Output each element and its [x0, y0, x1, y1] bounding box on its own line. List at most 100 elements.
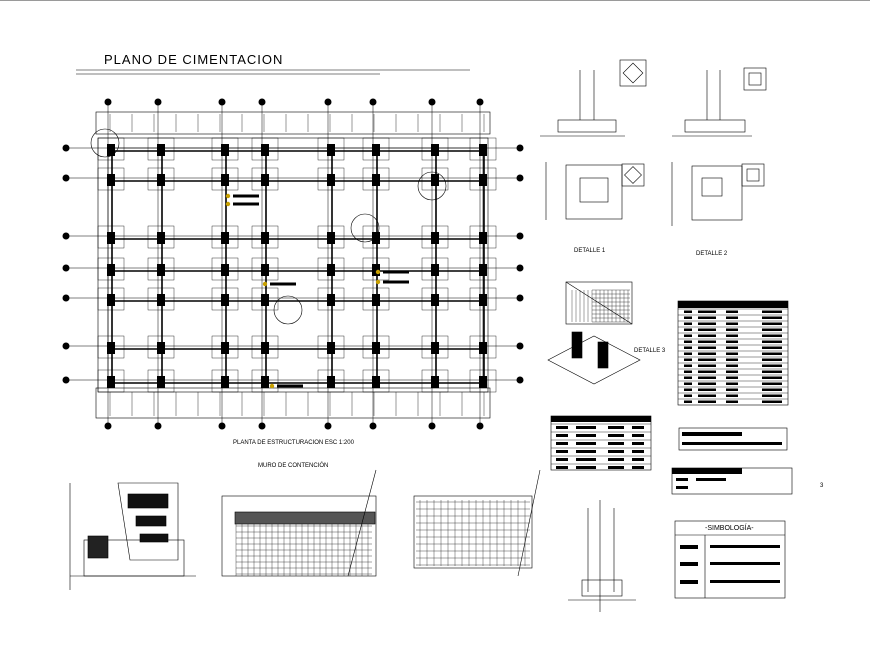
table-cell-text: [762, 394, 782, 397]
column: [431, 232, 439, 244]
footing: [147, 287, 175, 311]
grid-bubble-right: [516, 294, 524, 302]
column: [261, 376, 269, 388]
footing: [421, 287, 449, 311]
column: [479, 294, 487, 306]
footing: [362, 137, 390, 161]
table-cell-text: [726, 394, 738, 397]
footing: [97, 225, 125, 249]
footing: [317, 137, 345, 161]
footing: [97, 257, 125, 281]
accent-marker: [225, 193, 231, 199]
table-cell-text: [698, 364, 716, 367]
accent-marker: [375, 269, 381, 275]
column: [479, 376, 487, 388]
column: [107, 342, 115, 354]
table-cell-text: [684, 346, 692, 349]
column: [372, 264, 380, 276]
footing: [362, 287, 390, 311]
grid-bubble-right: [516, 376, 524, 384]
table-cell-text: [576, 466, 596, 469]
footing: [362, 335, 390, 359]
grid-bubble-left: [62, 294, 70, 302]
detail-3-label: DETALLE 3: [634, 348, 666, 354]
grid-bubble-bottom: [428, 422, 436, 430]
column: [157, 174, 165, 186]
footing: [469, 167, 497, 191]
circular-footing: [417, 171, 447, 201]
column: [431, 144, 439, 156]
table-cell-text: [698, 394, 716, 397]
table-cell-text: [684, 388, 692, 391]
column: [157, 232, 165, 244]
grid-bubble-left: [62, 264, 70, 272]
footing: [251, 335, 279, 359]
grid-bubble-right: [516, 232, 524, 240]
table-cell-text: [726, 310, 738, 313]
table-cell-text: [684, 310, 692, 313]
footing: [97, 167, 125, 191]
table-cell-text: [762, 340, 782, 343]
footing: [469, 137, 497, 161]
table-cell-text: [684, 364, 692, 367]
grid-bubble-left: [62, 232, 70, 240]
table-cell-text: [762, 346, 782, 349]
footing: [317, 257, 345, 281]
footing: [147, 257, 175, 281]
table-cell-text: [698, 334, 716, 337]
footing: [251, 137, 279, 161]
table-cell-text: [684, 394, 692, 397]
table-cell-text: [684, 340, 692, 343]
footing: [469, 225, 497, 249]
table-cell-text: [726, 346, 738, 349]
table-cell-text: [698, 310, 716, 313]
column: [261, 144, 269, 156]
footing: [147, 369, 175, 393]
column: [261, 294, 269, 306]
column: [372, 232, 380, 244]
table-cell-text: [762, 388, 782, 391]
plan-grid: [62, 98, 524, 430]
footing: [469, 335, 497, 359]
table-cell-text: [684, 322, 692, 325]
table-cell-text: [726, 316, 738, 319]
accent-marker: [269, 383, 275, 389]
circular-footing: [350, 213, 380, 243]
grid-bubble-top: [428, 98, 436, 106]
table-cell-text: [726, 376, 738, 379]
table-cell-text: [726, 352, 738, 355]
column: [107, 264, 115, 276]
footing: [362, 167, 390, 191]
column: [107, 294, 115, 306]
table-cell-text: [726, 364, 738, 367]
footing: [211, 369, 239, 393]
footing: [211, 225, 239, 249]
table-cell-text: [684, 334, 692, 337]
footing: [97, 335, 125, 359]
legend-symbol: [680, 580, 698, 584]
table-cell-text: [632, 450, 644, 453]
grid-bubble-top: [476, 98, 484, 106]
footing: [469, 287, 497, 311]
column: [221, 376, 229, 388]
column: [372, 174, 380, 186]
footing: [317, 225, 345, 249]
table-cell-text: [698, 358, 716, 361]
legend-symbol: [680, 562, 698, 566]
legend-text: [710, 545, 780, 548]
wall-section-detail: [568, 500, 636, 612]
circular-footing: [90, 128, 120, 158]
foundation-plan: [76, 69, 491, 419]
table-cell-text: [684, 316, 692, 319]
table-cell-text: [556, 458, 568, 461]
footing: [147, 225, 175, 249]
table-cell-text: [632, 466, 644, 469]
table-header: [678, 301, 788, 308]
table-cell-text: [726, 370, 738, 373]
footing: [251, 369, 279, 393]
footing: [421, 137, 449, 161]
table-cell-text: [632, 442, 644, 445]
footing: [251, 257, 279, 281]
table-cell-text: [608, 442, 624, 445]
column: [479, 174, 487, 186]
